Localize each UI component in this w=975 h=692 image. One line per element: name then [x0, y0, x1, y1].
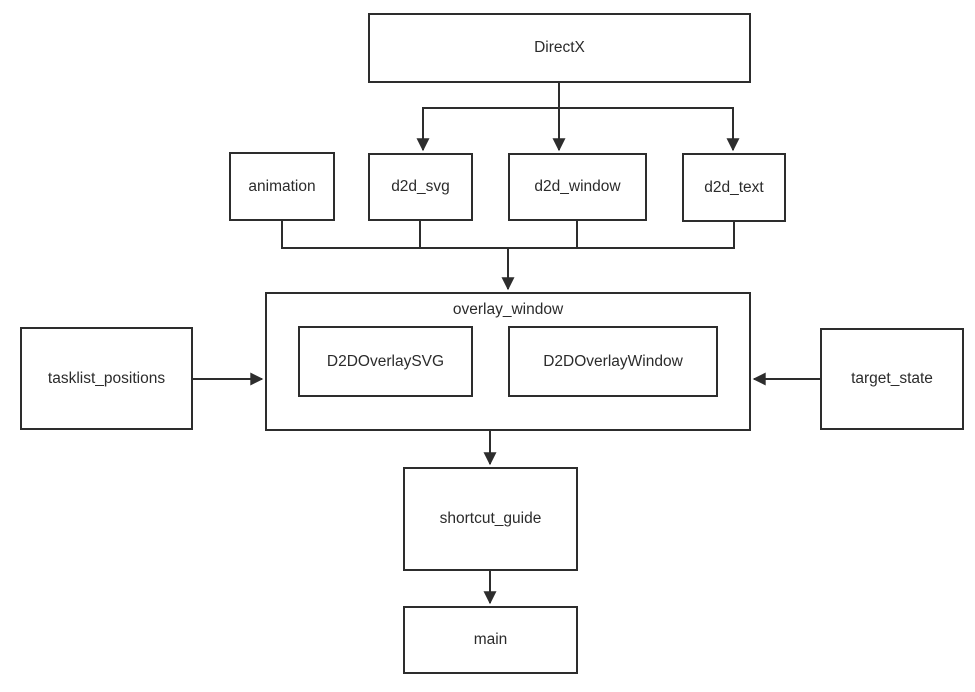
node-d2d-window: d2d_window — [508, 153, 647, 221]
node-tasklist-positions: tasklist_positions — [20, 327, 193, 430]
node-d2d-overlay-window: D2DOverlayWindow — [508, 326, 718, 397]
node-main: main — [403, 606, 578, 674]
node-animation: animation — [229, 152, 335, 221]
node-d2d-svg: d2d_svg — [368, 153, 473, 221]
node-d2d-text: d2d_text — [682, 153, 786, 222]
node-shortcut-guide: shortcut_guide — [403, 467, 578, 571]
node-d2d-overlay-svg: D2DOverlaySVG — [298, 326, 473, 397]
group-overlay-window-label: overlay_window — [452, 301, 564, 318]
node-target-state: target_state — [820, 328, 964, 430]
node-directx: DirectX — [368, 13, 751, 83]
